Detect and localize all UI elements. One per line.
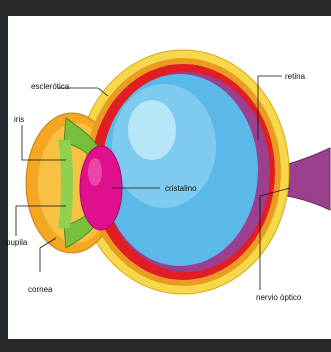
vitreous-shine <box>128 100 176 160</box>
label-pupila: pupila <box>6 238 27 247</box>
label-retina: retina <box>285 72 305 81</box>
label-cornea: cornea <box>28 285 52 294</box>
lens-shine <box>88 158 102 186</box>
label-iris: iris <box>14 115 24 124</box>
label-nervio-optico: nervio óptico <box>256 293 301 302</box>
label-cristalino: cristalino <box>165 184 197 193</box>
label-esclerotica: esclerótica <box>31 82 69 91</box>
